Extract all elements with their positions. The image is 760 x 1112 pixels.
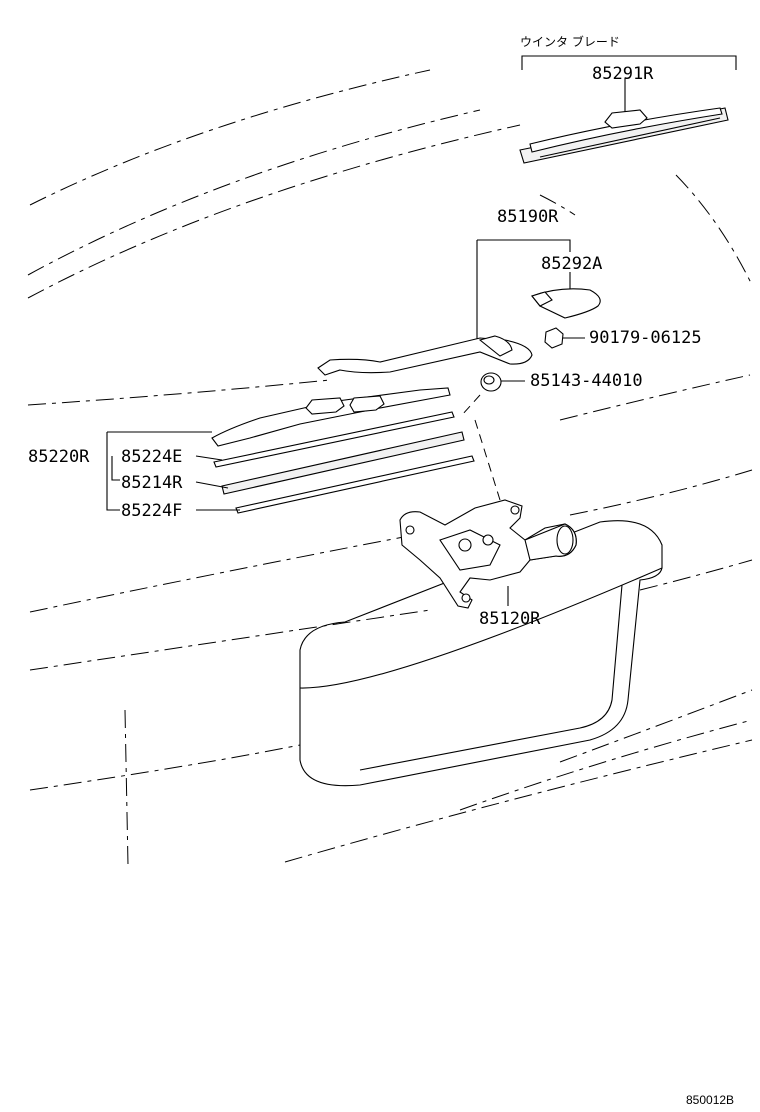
- blade-rubber-85224E: [213, 411, 455, 468]
- label-85143-44010: 85143-44010: [530, 371, 643, 391]
- label-85292A: 85292A: [541, 254, 602, 274]
- label-85220R: 85220R: [28, 447, 90, 467]
- blade-vertebra-85224F: [235, 455, 475, 514]
- arm-head-cap-85292A: [531, 272, 601, 319]
- wiper-blade-85220R: [211, 387, 451, 447]
- winter-wiper-blade-85291R: [519, 107, 729, 164]
- blade-rubber-85214R: [221, 431, 465, 495]
- label-85214R: 85214R: [121, 473, 183, 493]
- vehicle-body-outline: [27, 69, 753, 866]
- label-90179-06125: 90179-06125: [589, 328, 702, 348]
- rear-garnish-panel: [299, 520, 663, 787]
- part-labels: ウインタ ブレード 85291R 85190R 85292A 90179-061…: [28, 34, 734, 1107]
- label-winter-blade-jp: ウインタ ブレード: [520, 34, 620, 49]
- label-85224F: 85224F: [121, 501, 182, 521]
- winter-blade-bracket: [521, 55, 737, 112]
- diagram-code: 850012B: [686, 1093, 734, 1107]
- wiper-arm-85190R: [317, 239, 571, 376]
- label-85291R: 85291R: [592, 64, 654, 84]
- label-85120R: 85120R: [479, 609, 541, 629]
- blade-group-leaders: [106, 431, 240, 511]
- label-85190R: 85190R: [497, 207, 559, 227]
- nut-90179-06125: [544, 327, 585, 349]
- pivot-cap-85143-44010: [461, 372, 525, 501]
- label-85224E: 85224E: [121, 447, 182, 467]
- wiper-motor-85120R: [399, 499, 577, 609]
